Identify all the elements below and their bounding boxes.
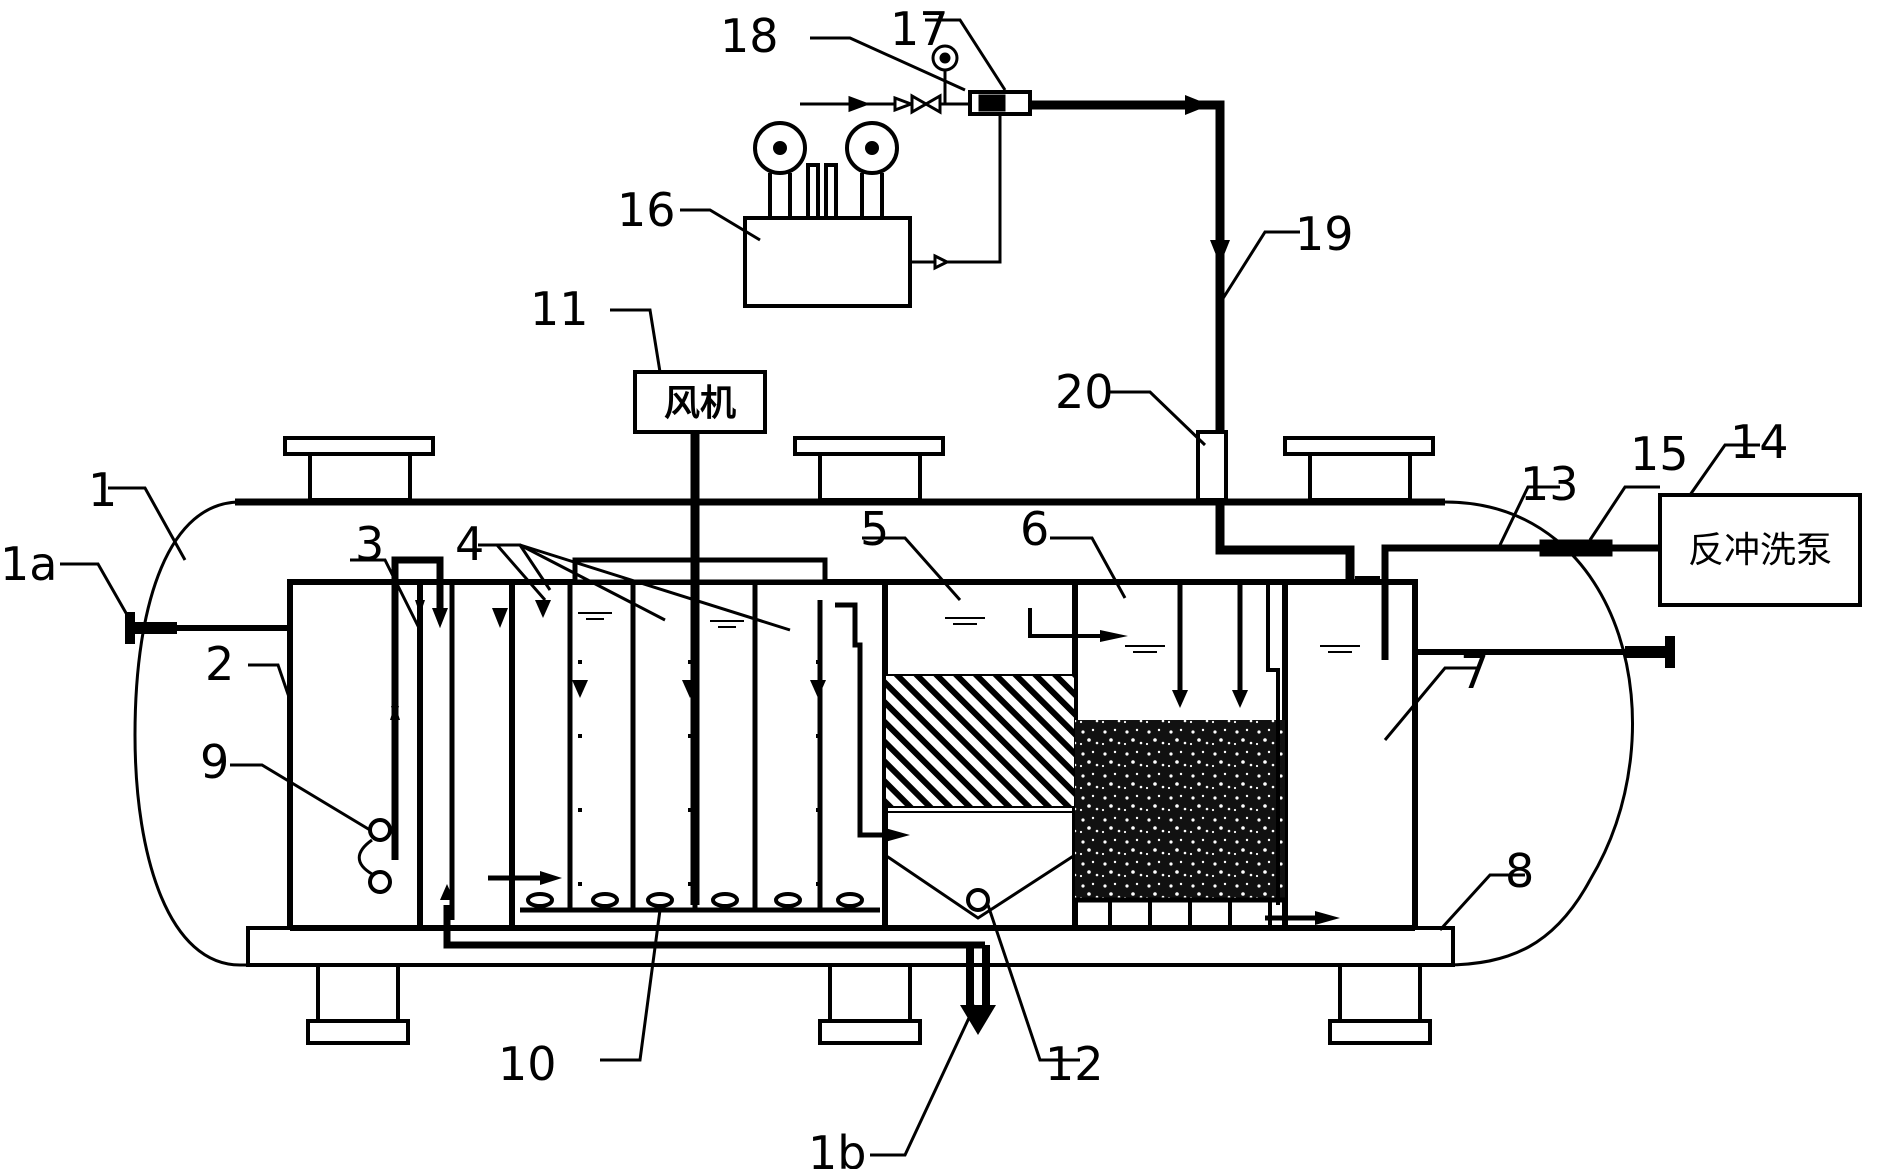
- blower-label: 风机: [664, 383, 736, 424]
- membrane-down-arrows: [432, 600, 826, 698]
- label-14: 14: [1730, 415, 1789, 469]
- label-4: 4: [455, 517, 484, 571]
- label-19: 19: [1295, 207, 1354, 261]
- label-1b: 1b: [808, 1126, 866, 1169]
- label-7: 7: [1460, 645, 1489, 699]
- label-15: 15: [1630, 427, 1689, 481]
- label-2: 2: [205, 637, 234, 691]
- blower-line: [633, 370, 767, 905]
- label-16: 16: [617, 183, 676, 237]
- callout-labels: 1 1a 2 3 4 5 6 7 8 9 10 11 12 1b 13 14 1…: [0, 2, 1789, 1169]
- membrane-module: [449, 557, 828, 920]
- leader-lines: [60, 18, 1760, 1157]
- backwash-pump-label: 反冲洗泵: [1688, 530, 1832, 571]
- label-6: 6: [1020, 502, 1049, 556]
- water-levels: [578, 612, 1360, 653]
- filter-tank: [1075, 582, 1340, 928]
- label-9: 9: [200, 735, 229, 789]
- top-manholes: [283, 436, 1435, 502]
- backwash-pipe: [1355, 539, 1660, 660]
- lift-pipe: [390, 556, 444, 870]
- label-8: 8: [1505, 844, 1534, 898]
- aerator-discs: [526, 892, 864, 908]
- backwash-pump-box: [1658, 493, 1862, 607]
- ozone-generator: [743, 121, 912, 308]
- label-1: 1: [88, 463, 117, 517]
- label-12: 12: [1045, 1037, 1104, 1091]
- label-5: 5: [860, 502, 889, 556]
- drain-pipe: [960, 945, 996, 1035]
- dosing-line: [1030, 95, 1355, 582]
- generator-feed-line: [910, 110, 1002, 271]
- label-17: 17: [890, 2, 949, 56]
- label-20: 20: [1055, 365, 1114, 419]
- inlet-pipe: [125, 612, 290, 644]
- label-11: 11: [530, 282, 589, 336]
- label-3: 3: [355, 517, 384, 571]
- gas-inlet-line: [800, 44, 1032, 116]
- label-10: 10: [498, 1037, 557, 1091]
- label-1a: 1a: [0, 537, 57, 591]
- settling-tank: [835, 602, 1128, 920]
- support-feet: [306, 963, 1432, 1045]
- outlet-pipe: [1415, 636, 1675, 668]
- sludge-return-line: [440, 871, 985, 949]
- lift-pumps: [357, 818, 392, 894]
- label-18: 18: [720, 9, 779, 63]
- label-13: 13: [1520, 457, 1579, 511]
